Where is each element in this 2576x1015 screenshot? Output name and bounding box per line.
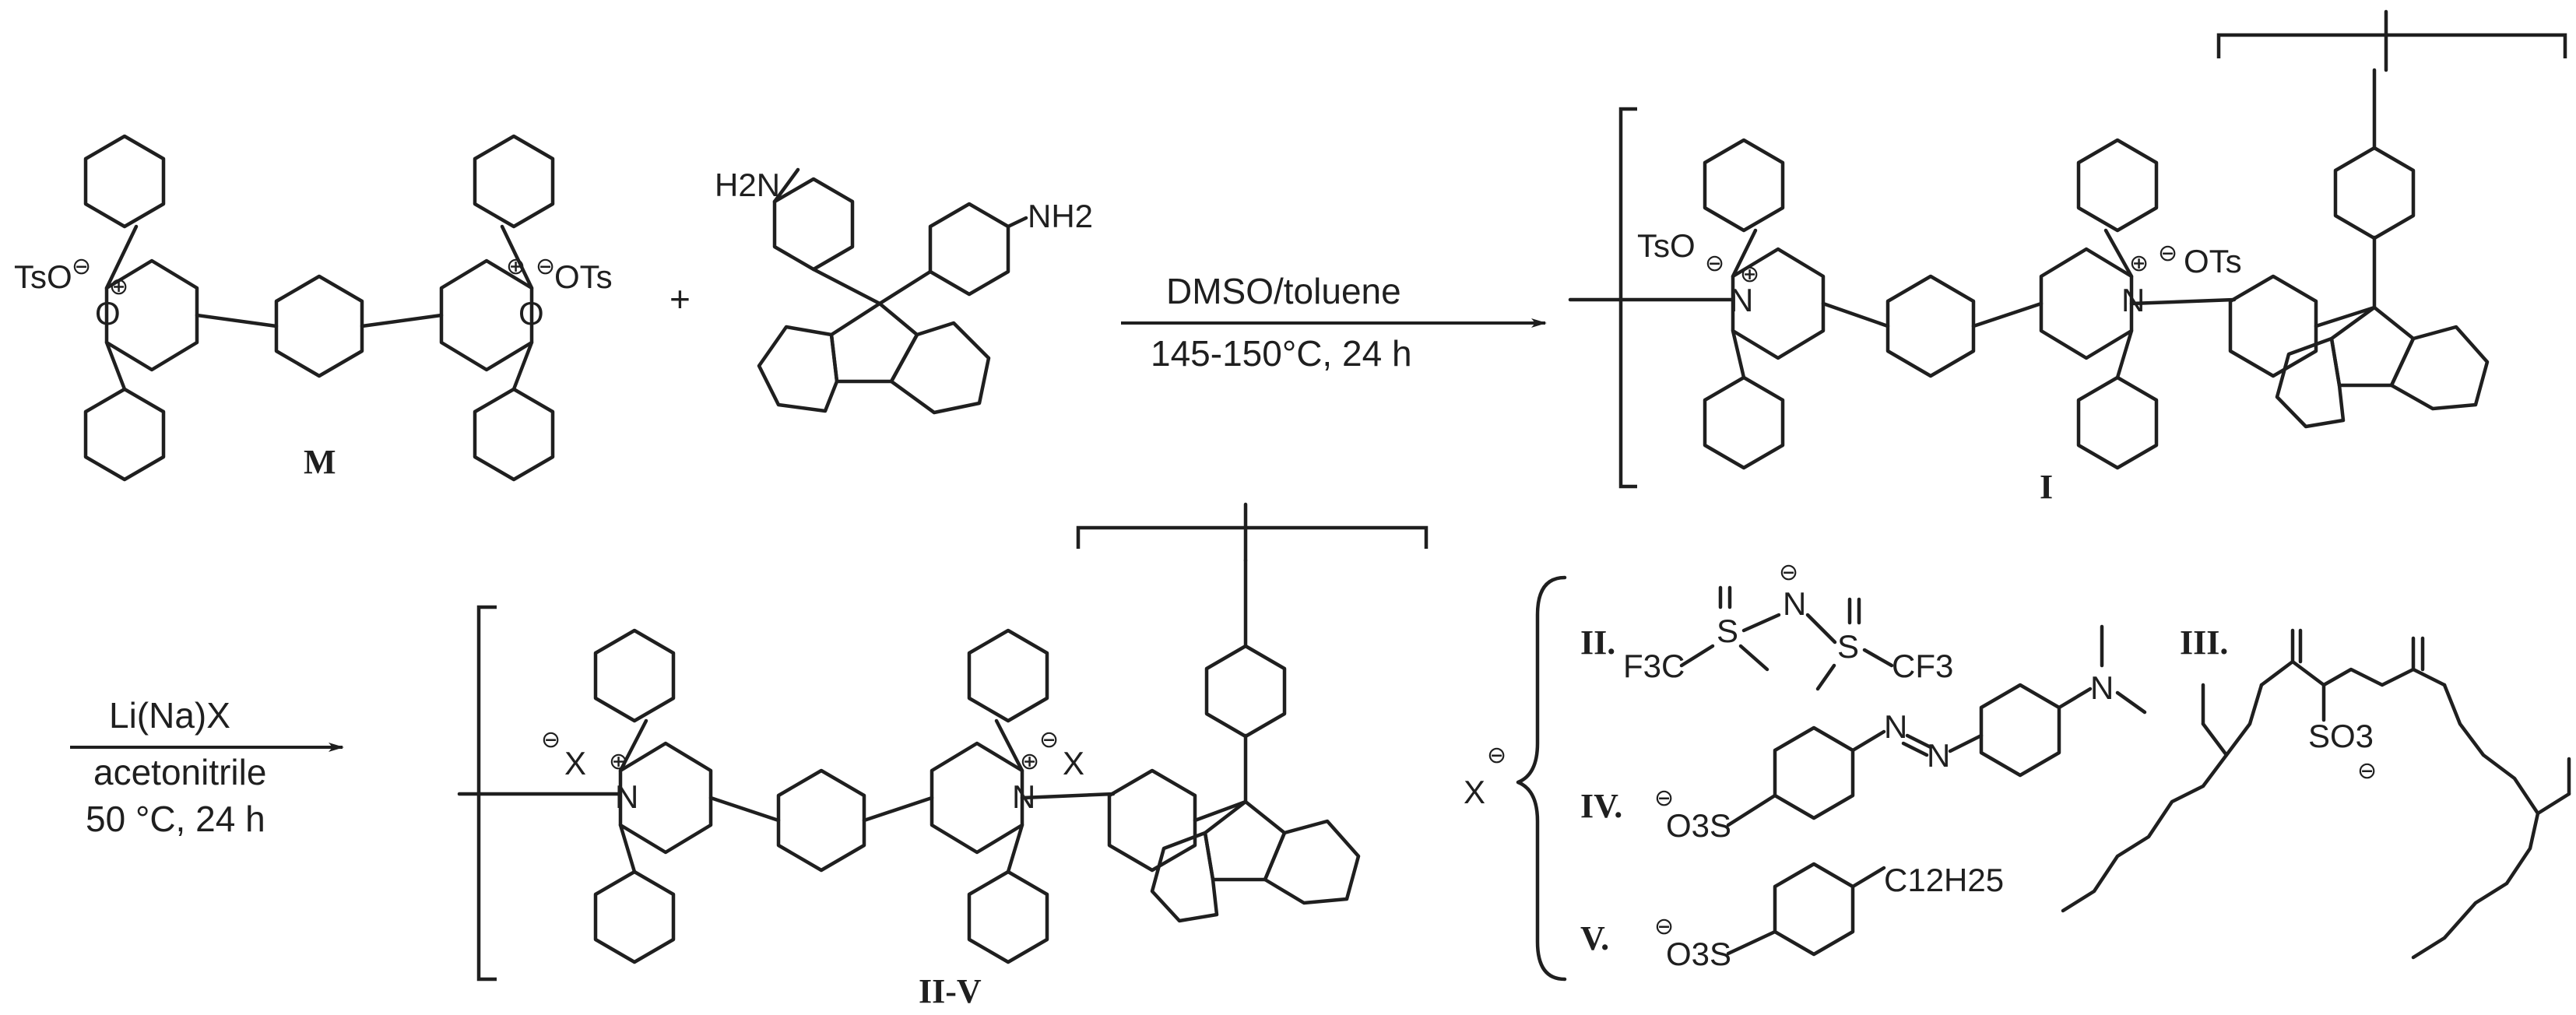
anion-ii: II. F3C S N S CF3 ⊖ (1580, 559, 1953, 691)
counterion-left: TsO (1637, 227, 1696, 264)
minus-charge: ⊖ (2158, 240, 2177, 267)
minus-charge: ⊖ (1654, 913, 1674, 940)
counterion-x-right: X (1063, 745, 1084, 781)
minus-charge: ⊖ (536, 253, 555, 280)
plus-charge: ⊕ (609, 748, 628, 775)
ring-o-right: O (518, 295, 544, 332)
anion-iv: IV. ⊖ O3S N N N (1580, 624, 2147, 844)
reaction-arrow-2: Li(Na)X acetonitrile 50 °C, 24 h (70, 695, 344, 839)
minus-charge: ⊖ (1654, 785, 1674, 812)
minus-charge: ⊖ (1779, 559, 1798, 586)
anion-label-iii: III. (2180, 623, 2228, 662)
counterion-left: TsO (14, 258, 72, 295)
plus-charge: ⊕ (109, 273, 128, 300)
plus-charge: ⊕ (1740, 261, 1759, 288)
polymer-ii-v: N N ⊖ X ⊕ ⊕ ⊖ X II-V (457, 502, 1429, 1010)
anion-label-iv: IV. (1580, 787, 1622, 825)
group-cf3: CF3 (1892, 648, 1953, 684)
atom-s: S (1717, 613, 1738, 649)
minus-charge: ⊖ (2357, 757, 2377, 785)
anion-symbol-x: X (1464, 774, 1485, 810)
group-o3s: O3S (1666, 807, 1731, 844)
compound-label-m: M (304, 443, 336, 481)
anion-brace (1516, 575, 1567, 982)
anion-label-ii: II. (1580, 623, 1615, 662)
amine-left: H2N (715, 167, 780, 203)
dimethylamino-n: N (2090, 669, 2114, 706)
plus-charge: ⊕ (506, 253, 525, 280)
ring-n-left: N (1730, 282, 1753, 318)
condition-solvent: DMSO/toluene (1166, 271, 1401, 311)
minus-charge: ⊖ (541, 726, 561, 753)
counterion-right: OTs (554, 258, 613, 295)
azo-n2: N (1927, 737, 1950, 774)
reaction-arrow-1: DMSO/toluene 145-150°C, 24 h (1121, 271, 1547, 374)
minus-charge: ⊖ (1039, 726, 1059, 753)
anion-label-v: V. (1580, 919, 1609, 957)
anion-definitions: X ⊖ II. F3C S N S CF3 ⊖ IV. ⊖ O3S (1464, 559, 2571, 982)
minus-charge: ⊖ (1487, 742, 1506, 769)
condition-reagent: Li(Na)X (109, 695, 230, 736)
compound-label-i: I (2040, 468, 2053, 506)
amine-right: NH2 (1028, 198, 1093, 234)
ring-n-right: N (2121, 282, 2145, 318)
condition-temperature-time: 50 °C, 24 h (86, 799, 265, 839)
atom-n: N (1783, 585, 1806, 622)
minus-charge: ⊖ (1705, 250, 1724, 277)
sulfonate-group: SO3 (2308, 718, 2374, 754)
minus-charge: ⊖ (72, 253, 91, 280)
compound-label-ii-v: II-V (919, 972, 982, 1010)
counterion-x-left: X (564, 745, 586, 781)
atom-s: S (1837, 628, 1859, 665)
monomer-m: O O TsO ⊖ ⊕ ⊕ ⊖ OTs M (14, 134, 613, 482)
group-o3s: O3S (1666, 936, 1731, 972)
ring-n-left: N (615, 778, 638, 815)
plus-sign: + (669, 279, 691, 319)
fluorene-diamine: H2N NH2 (715, 167, 1093, 415)
condition-solvent: acetonitrile (93, 752, 266, 792)
ring-o-left: O (95, 295, 121, 332)
condition-temperature-time: 145-150°C, 24 h (1151, 333, 1412, 374)
alkyl-chain: C12H25 (1884, 862, 2004, 898)
ring-n-right: N (1012, 778, 1035, 815)
anion-iii: III. SO3 ⊖ (2061, 623, 2571, 960)
group-f3c: F3C (1623, 648, 1685, 684)
polymer-i: N N TsO ⊖ ⊕ ⊕ ⊖ OTs I (1568, 9, 2567, 506)
azo-n1: N (1884, 708, 1907, 745)
plus-charge: ⊕ (1020, 748, 1039, 775)
plus-charge: ⊕ (2129, 250, 2149, 277)
counterion-right: OTs (2184, 243, 2242, 279)
anion-v: V. ⊖ O3S C12H25 (1580, 862, 2004, 972)
